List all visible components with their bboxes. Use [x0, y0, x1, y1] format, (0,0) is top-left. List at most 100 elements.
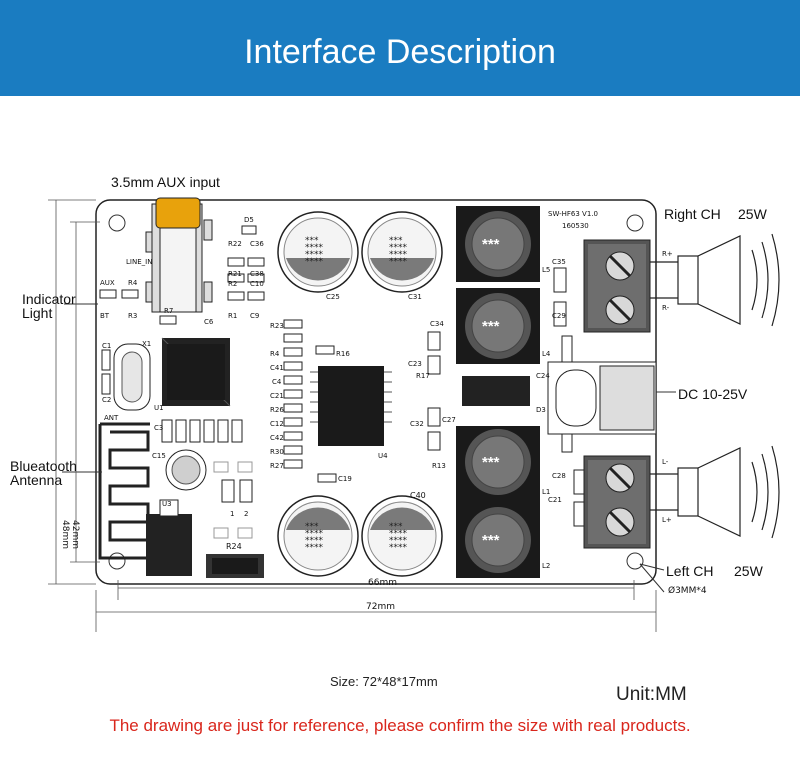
label-x1: X1 [142, 340, 152, 348]
aux-jack [145, 197, 213, 313]
label-r-minus: R- [662, 304, 670, 312]
label-u4: U4 [378, 452, 388, 460]
dim-width: 72mm [366, 602, 395, 612]
dim-hole-spacing-h: 42mm [70, 520, 80, 549]
label-c12: C12 [270, 420, 284, 428]
callout-left-power: 25W [734, 563, 763, 579]
label-r-plus: R+ [662, 250, 673, 258]
label-c23: C23 [408, 360, 422, 368]
inductor-l5 [456, 206, 540, 282]
mount-hole [108, 552, 126, 570]
label-c28: C28 [552, 472, 566, 480]
label-r17: R17 [416, 372, 430, 380]
dim-hole: Ø3MM*4 [668, 586, 707, 596]
label-c38: C38 [250, 270, 264, 278]
label-r30: R30 [270, 448, 284, 456]
label-c9: C9 [250, 312, 260, 320]
speaker-left [650, 445, 780, 539]
inductor-l3 [456, 426, 540, 502]
label-c3: C3 [154, 424, 164, 432]
label-r2: R2 [228, 280, 238, 288]
cap-marking-c40a: *** **** **** **** [305, 522, 323, 553]
callout-right-power: 25W [738, 206, 767, 222]
callout-dc-input: DC 10-25V [678, 386, 748, 402]
mount-hole [626, 552, 644, 570]
label-l-minus: L- [662, 458, 669, 466]
label-c41: C41 [270, 364, 284, 372]
unit-text: Unit:MM [616, 684, 687, 705]
label-r3: R3 [128, 312, 138, 320]
label-l4: L4 [542, 350, 551, 358]
mount-hole [108, 214, 126, 232]
label-c10: C10 [250, 280, 264, 288]
label-c15: C15 [152, 452, 166, 460]
resistor-bank [161, 419, 243, 443]
label-r13: R13 [432, 462, 446, 470]
label-r21: R21 [228, 270, 242, 278]
label-r16: R16 [336, 350, 350, 358]
inductor-marking-l2: *** [482, 532, 500, 549]
size-text: Size: 72*48*17mm [330, 674, 438, 689]
label-d3: D3 [536, 406, 546, 414]
amp-chip-u4 [318, 366, 384, 446]
header-banner [0, 0, 800, 96]
label-r7: R7 [164, 307, 174, 315]
regulator-u3 [146, 514, 192, 576]
label-c21b: C21 [270, 392, 284, 400]
label-r23: R23 [270, 322, 284, 330]
inductor-marking-l4: *** [482, 318, 500, 335]
label-c1: C1 [102, 342, 112, 350]
label-c42: C42 [270, 434, 284, 442]
label-u1: U1 [154, 404, 164, 412]
label-c27: C27 [442, 416, 456, 424]
cap-marking-c31: *** **** **** **** [389, 236, 407, 267]
callout-left-ch: Left CH [666, 563, 714, 579]
cap-c40b [361, 495, 443, 577]
label-bt: BT [100, 312, 110, 320]
label-l-plus: L+ [662, 516, 672, 524]
cap-marking-c25: *** **** **** **** [305, 236, 323, 267]
label-c40: C40 [410, 491, 426, 500]
callout-indicator-light: Indicator Light [22, 291, 76, 321]
callout-right-ch: Right CH [664, 206, 721, 222]
label-c36: C36 [250, 240, 264, 248]
inductor-l4 [456, 288, 540, 364]
dim-height: 48mm [60, 520, 70, 549]
cap-marking-c40b: *** **** **** **** [389, 522, 407, 553]
inductor-l2 [456, 502, 540, 578]
label-d5: D5 [244, 216, 254, 224]
mount-hole [626, 214, 644, 232]
terminal-left [583, 455, 651, 549]
label-c4: C4 [272, 378, 282, 386]
test-pads [213, 461, 253, 539]
label-aux: AUX [100, 279, 115, 287]
label-c21: C21 [548, 496, 562, 504]
smd-right [427, 267, 587, 527]
label-u3: U3 [162, 500, 172, 508]
label-l1: L1 [542, 488, 551, 496]
page-title: Interface Description [244, 33, 556, 71]
pad-label-1: 1 [230, 510, 235, 518]
board-code: 160530 [562, 222, 589, 230]
label-ant: ANT [104, 414, 119, 422]
label-c2: C2 [102, 396, 112, 404]
label-r27: R27 [270, 462, 284, 470]
cap-c25 [277, 211, 359, 293]
inductor-marking-l5: *** [482, 236, 500, 253]
callout-lines [62, 303, 676, 593]
label-r1: R1 [228, 312, 238, 320]
dc-jack [547, 335, 657, 453]
indicator-leds [99, 225, 265, 395]
dim-hole-spacing-w: 66mm [368, 578, 397, 588]
label-c29: C29 [552, 312, 566, 320]
label-c31: C31 [408, 293, 422, 301]
inductor-marking-l3: *** [482, 454, 500, 471]
cap-c40a [277, 495, 359, 577]
speaker-right [650, 233, 780, 327]
label-l5: L5 [542, 266, 551, 274]
smd-column [283, 319, 303, 469]
label-r4b: R4 [270, 350, 280, 358]
disclaimer-note: The drawing are just for reference, plea… [109, 716, 691, 735]
label-c34: C34 [430, 320, 444, 328]
